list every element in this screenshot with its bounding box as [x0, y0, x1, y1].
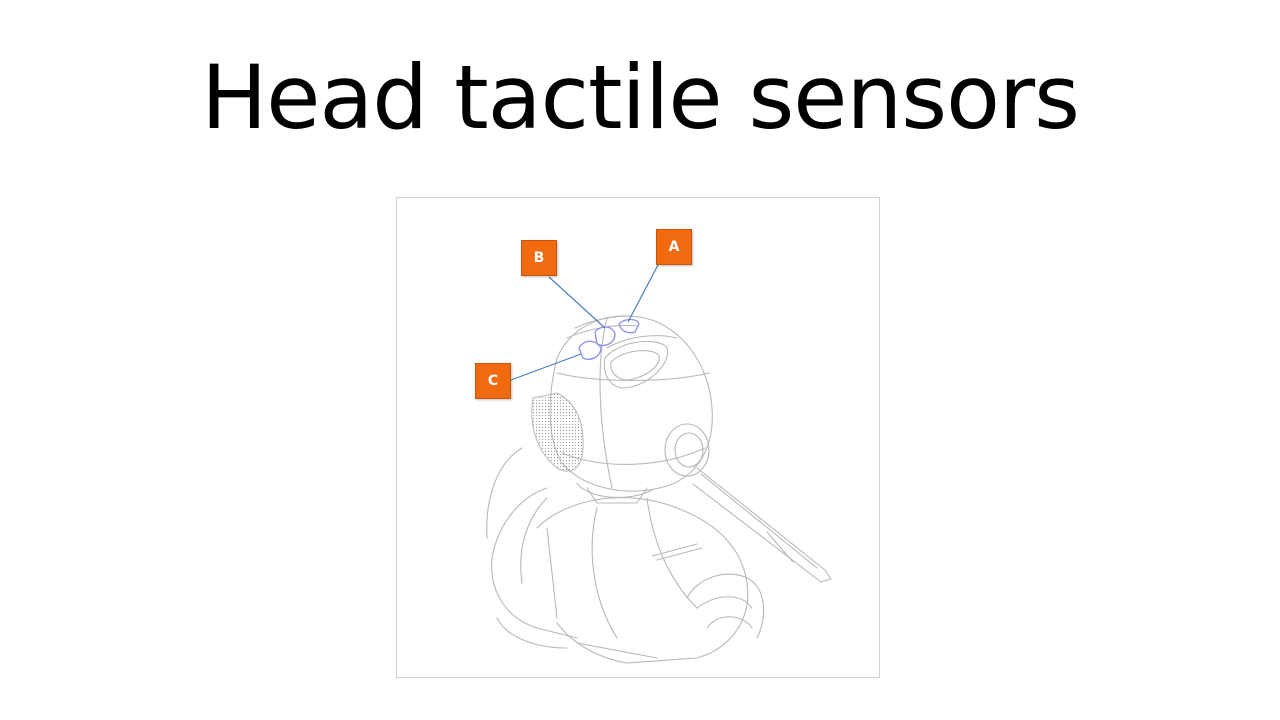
sensor-a-outline: [618, 318, 640, 334]
slide-title: Head tactile sensors: [201, 46, 1080, 149]
speaker-grille: [531, 392, 584, 472]
leader-line-a: [627, 264, 659, 323]
callout-a: A: [656, 229, 692, 265]
tactile-sensor-highlights: [578, 318, 640, 360]
sensor-c-outline: [578, 340, 602, 360]
leader-line-c: [510, 353, 582, 381]
callout-c: C: [475, 363, 511, 399]
leader-line-b: [548, 276, 606, 329]
robot-sketch-drawing: [486, 264, 832, 664]
leader-lines: [510, 264, 659, 381]
callout-b: B: [521, 240, 557, 276]
robot-figure: A B C: [396, 197, 880, 678]
sensor-b-outline: [594, 326, 616, 347]
